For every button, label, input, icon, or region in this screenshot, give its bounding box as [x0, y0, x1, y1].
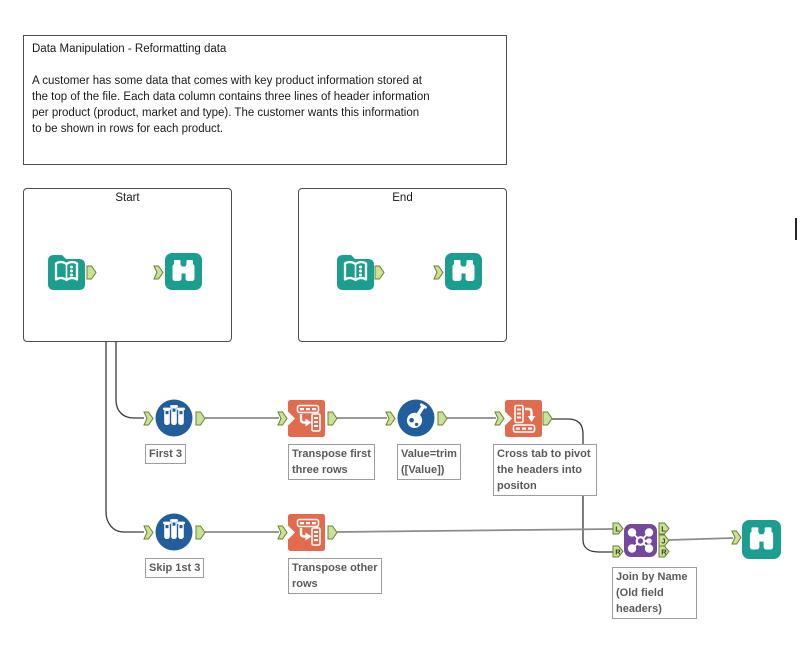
crosstab-input-anchor[interactable]	[494, 411, 505, 426]
transpose-other-output-anchor[interactable]	[327, 525, 338, 540]
comment-body: A customer has some data that comes with…	[32, 75, 430, 135]
browse-end-input-anchor[interactable]	[433, 265, 444, 280]
tool-input-data-start[interactable]	[48, 253, 85, 290]
input-data-icon	[337, 255, 374, 290]
tool-crosstab[interactable]	[505, 400, 542, 437]
connection-transpose-other-join-l[interactable]	[336, 528, 614, 533]
input-start-output-anchor[interactable]	[86, 265, 97, 280]
tool-sample-first3[interactable]	[155, 399, 193, 437]
annotation-crosstab[interactable]: Cross tab to pivot the headers into posi…	[493, 444, 597, 496]
sample-skip-output-anchor[interactable]	[195, 525, 206, 540]
transpose-first-output-anchor[interactable]	[327, 411, 338, 426]
browse-icon	[165, 253, 202, 290]
browse-icon	[445, 253, 482, 290]
join-output-anchor-join[interactable]: J	[658, 534, 670, 547]
tool-transpose-first[interactable]	[288, 400, 325, 437]
join-output-anchor-right[interactable]: R	[658, 545, 670, 558]
comment-box[interactable]: Data Manipulation - Reformatting data A …	[23, 35, 507, 165]
join-network-icon	[624, 524, 657, 557]
browse-start-input-anchor[interactable]	[153, 265, 164, 280]
tool-formula[interactable]	[397, 399, 435, 437]
test-tubes-icon	[155, 399, 193, 437]
browse-output-input-anchor[interactable]	[731, 530, 742, 545]
join-output-anchor-left[interactable]: L	[658, 522, 670, 535]
sample-skip-input-anchor[interactable]	[143, 525, 154, 540]
annotation-transpose-other[interactable]: Transpose other rows	[288, 558, 382, 594]
crosstab-icon	[505, 400, 542, 437]
annotation-formula[interactable]: Value=trim ([Value])	[397, 444, 461, 480]
tool-transpose-other[interactable]	[288, 514, 325, 551]
annotation-join[interactable]: Join by Name (Old field headers)	[612, 567, 697, 619]
join-input-anchor-right[interactable]: R	[612, 545, 624, 558]
transpose-first-input-anchor[interactable]	[277, 411, 288, 426]
sample-first3-output-anchor[interactable]	[195, 411, 206, 426]
svg-text:L: L	[615, 524, 620, 533]
transpose-icon	[288, 514, 325, 551]
transpose-other-input-anchor[interactable]	[277, 525, 288, 540]
sample-first3-input-anchor[interactable]	[143, 411, 154, 426]
tool-browse-end[interactable]	[445, 253, 482, 290]
tool-browse-start[interactable]	[165, 253, 202, 290]
tool-input-data-end[interactable]	[337, 253, 374, 290]
formula-input-anchor[interactable]	[385, 411, 396, 426]
container-end-label: End	[392, 192, 413, 204]
svg-text:R: R	[661, 547, 667, 556]
svg-text:L: L	[661, 524, 666, 533]
svg-text:J: J	[661, 536, 665, 545]
annotation-skip[interactable]: Skip 1st 3	[145, 558, 205, 578]
container-start-label: Start	[115, 192, 140, 204]
transpose-icon	[288, 400, 325, 437]
tool-join[interactable]	[624, 524, 657, 557]
formula-output-anchor[interactable]	[437, 411, 448, 426]
annotation-transpose-first[interactable]: Transpose first three rows	[288, 444, 375, 480]
browse-icon	[742, 520, 781, 559]
input-data-icon	[48, 255, 85, 290]
flask-icon	[397, 399, 435, 437]
input-end-output-anchor[interactable]	[374, 265, 385, 280]
text-cursor	[795, 218, 797, 240]
annotation-first3[interactable]: First 3	[145, 444, 187, 464]
connection-join-browse-output[interactable]	[668, 537, 734, 541]
tool-sample-skip[interactable]	[155, 513, 193, 551]
test-tubes-icon	[155, 513, 193, 551]
svg-text:R: R	[615, 547, 621, 556]
tool-browse-output[interactable]	[742, 520, 781, 559]
join-input-anchor-left[interactable]: L	[612, 522, 624, 535]
crosstab-output-anchor[interactable]	[542, 411, 553, 426]
comment-title: Data Manipulation - Reformatting data	[32, 43, 227, 55]
